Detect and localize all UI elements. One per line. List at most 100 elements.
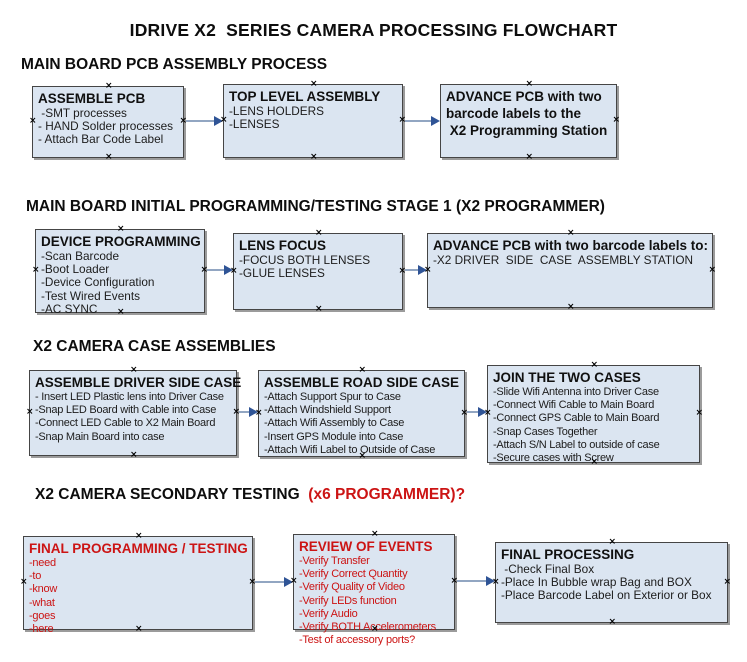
box-line: -Check Final Box [501,562,595,576]
flow-box-join-the-two-cases[interactable]: × × × × JOIN THE TWO CASES -Slide Wifi A… [484,361,703,467]
flow-box-advance-pcb-to-programming-station[interactable]: × × × ADVANCE PCB with two barcode label… [440,80,620,162]
anchor-icon: × [117,307,125,317]
box-line: -Snap Cases Together [493,425,598,438]
anchor-icon: × [26,407,34,417]
box-line: -need [29,557,56,569]
box-line: -Verify BOTH Accelerometers [299,621,436,634]
flow-arrow[interactable] [205,265,233,275]
anchor-icon: × [200,265,208,275]
flow-box-assemble-pcb[interactable]: × × × × ASSEMBLE PCB -SMT processes - HA… [29,82,187,162]
anchor-icon: × [29,116,37,126]
anchor-icon: × [371,529,379,539]
box-line: -to [29,570,42,583]
anchor-icon: × [310,152,318,162]
box-line: -Attach S/N Label to outside of case [493,438,660,451]
anchor-icon: × [567,302,575,312]
anchor-icon: × [290,576,298,586]
box-title: JOIN THE TWO CASES [493,370,641,385]
box-line: - Insert LED Plastic lens into Driver Ca… [35,391,224,403]
box-line: -FOCUS BOTH LENSES [239,253,371,267]
anchor-icon: × [723,576,731,587]
anchor-icon: × [130,365,138,375]
section-header-red-part: (x6 PROGRAMMER)? [304,486,466,503]
flow-box-lens-focus[interactable]: × × × × LENS FOCUS -FOCUS BOTH LENSES -G… [230,229,406,314]
box-line: -Verify Quality of Video [299,581,405,594]
box-title: LENS FOCUS [239,238,327,253]
anchor-icon: × [371,624,379,634]
box-line: -what [29,596,55,609]
anchor-icon: × [315,304,323,314]
anchor-icon: × [105,81,113,91]
box-line: -Connect LED Cable to X2 Main Board [35,417,216,430]
flow-arrow[interactable] [237,407,258,417]
section-header-pcb-assembly: MAIN BOARD PCB ASSEMBLY PROCESS [21,56,328,73]
box-line: -here [29,623,54,636]
box-line: -SMT processes [38,106,127,120]
anchor-icon: × [525,79,534,89]
box-line: -LENS HOLDERS [229,104,325,118]
anchor-icon: × [612,115,620,125]
box-line: -Verify Audio [299,607,358,620]
box-line: -Scan Barcode [41,249,120,263]
box-title: FINAL PROCESSING [501,547,635,562]
box-title: FINAL PROGRAMMING / TESTING [29,541,248,556]
anchor-icon: × [135,531,143,541]
box-line: -know [29,583,58,596]
anchor-icon: × [117,224,125,234]
anchor-icon: × [608,537,617,547]
anchor-icon: × [590,360,599,370]
section-header-black-part: X2 CAMERA SECONDARY TESTING [35,486,304,503]
anchor-icon: × [32,265,40,275]
box-title: DEVICE PROGRAMMING [41,234,201,249]
box-title: ADVANCE PCB with two [446,89,602,104]
anchor-icon: × [460,407,468,418]
box-line: -Verify Correct Quantity [299,568,408,581]
anchor-icon: × [135,624,143,634]
anchor-icon: × [130,450,138,460]
anchor-icon: × [220,115,228,125]
flow-arrow[interactable] [465,407,487,417]
box-line: -Place In Bubble wrap Bag and BOX [501,575,692,590]
flow-box-review-of-events[interactable]: × × × × REVIEW OF EVENTS -Verify Transfe… [290,530,458,647]
box-title: REVIEW OF EVENTS [299,539,433,554]
flow-box-assemble-road-side-case[interactable]: × × × × ASSEMBLE ROAD SIDE CASE -Attach … [255,366,468,461]
flow-box-final-programming-testing[interactable]: × × × × FINAL PROGRAMMING / TESTING -nee… [20,532,256,636]
box-line: -Snap LED Board with Cable into Case [35,404,217,417]
box-line: -Device Configuration [41,275,155,290]
box-line: -Boot Loader [41,262,110,277]
anchor-icon: × [450,576,458,586]
flow-arrow[interactable] [184,116,223,126]
anchor-icon: × [230,265,238,276]
flow-box-device-programming[interactable]: × × × × DEVICE PROGRAMMING -Scan Barcode… [32,225,208,317]
anchor-icon: × [105,152,113,162]
anchor-icon: × [315,228,323,238]
anchor-icon: × [179,116,187,126]
anchor-icon: × [248,577,256,587]
flow-box-final-processing[interactable]: × × × × FINAL PROCESSING -Check Final Bo… [492,538,731,627]
flow-arrow[interactable] [455,576,495,586]
anchor-icon: × [358,365,367,375]
anchor-icon: × [608,617,617,627]
box-line: -Attach Windshield Support [264,404,391,417]
flow-box-advance-pcb-to-driver-side-case[interactable]: × × × × ADVANCE PCB with two barcode lab… [424,229,716,312]
box-title: ASSEMBLE ROAD SIDE CASE [264,375,460,390]
box-line: -Attach Wifi Assembly to Case [264,417,405,430]
anchor-icon: × [567,228,575,238]
anchor-icon: × [255,407,263,418]
flow-box-assemble-driver-side-case[interactable]: × × × × ASSEMBLE DRIVER SIDE CASE - Inse… [26,366,241,460]
flow-arrow[interactable] [403,265,427,275]
box-line: -Test of accessory ports? [299,634,416,647]
flow-arrow[interactable] [253,577,293,587]
flow-arrow[interactable] [403,116,440,126]
box-title: X2 Programming Station [446,123,608,138]
anchor-icon: × [20,577,28,587]
box-title: TOP LEVEL ASSEMBLY [229,89,381,104]
anchor-icon: × [492,576,500,587]
anchor-icon: × [398,265,406,276]
box-line: -GLUE LENSES [239,266,325,281]
box-line: -LENSES [229,117,280,132]
box-line: -Verify LEDs function [299,594,397,607]
anchor-icon: × [708,264,716,275]
flow-box-top-level-assembly[interactable]: × × × × TOP LEVEL ASSEMBLY -LENS HOLDERS… [220,80,406,162]
